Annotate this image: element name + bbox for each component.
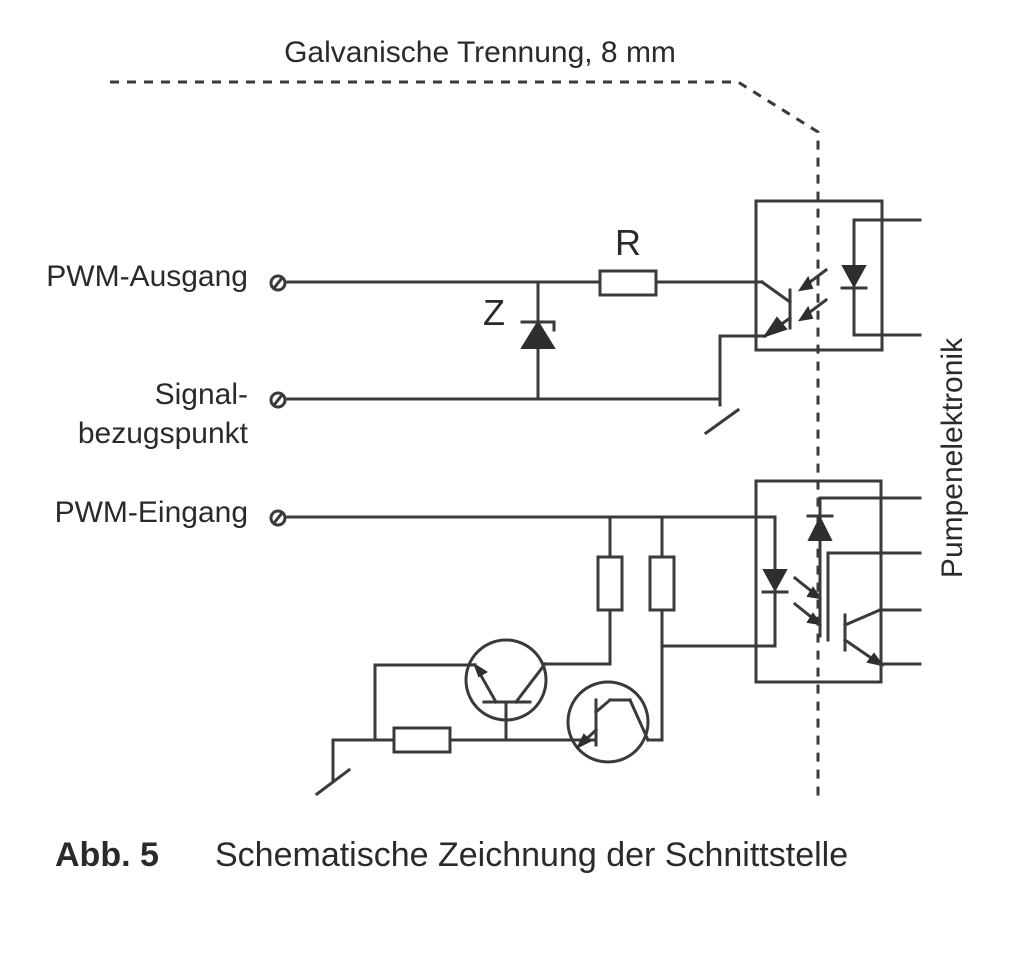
label-resistor: R <box>615 222 641 263</box>
input-circuit <box>269 479 922 797</box>
label-zener: Z <box>483 292 505 333</box>
isolation-boundary <box>110 80 820 800</box>
terminal-pwm-in <box>269 509 287 527</box>
transistor-2 <box>566 680 650 764</box>
led-output <box>841 265 867 289</box>
resistor-left <box>596 555 624 612</box>
optocoupler-output <box>754 199 884 352</box>
resistor-right <box>648 555 676 612</box>
zener-diode <box>520 320 556 349</box>
label-pwm-out: PWM-Ausgang <box>46 260 248 293</box>
terminal-signal-ref <box>269 391 287 409</box>
led-input <box>762 569 788 593</box>
resistor-base <box>392 726 452 754</box>
label-pwm-in: PWM-Eingang <box>55 496 248 529</box>
caption-text: Schematische Zeichnung der Schnittstelle <box>215 836 848 874</box>
optocoupler-input <box>754 479 883 684</box>
output-circuit <box>269 199 922 436</box>
terminal-pwm-out <box>269 274 287 292</box>
label-pump-electronics: Pumpenelektronik <box>936 337 969 578</box>
label-signal-ref-1: Signal- <box>155 378 248 411</box>
resistor-r <box>598 269 658 297</box>
caption-number: Abb. 5 <box>55 836 159 874</box>
isolation-label: Galvanische Trennung, 8 mm <box>284 36 676 69</box>
label-signal-ref-2: bezugspunkt <box>78 417 249 450</box>
